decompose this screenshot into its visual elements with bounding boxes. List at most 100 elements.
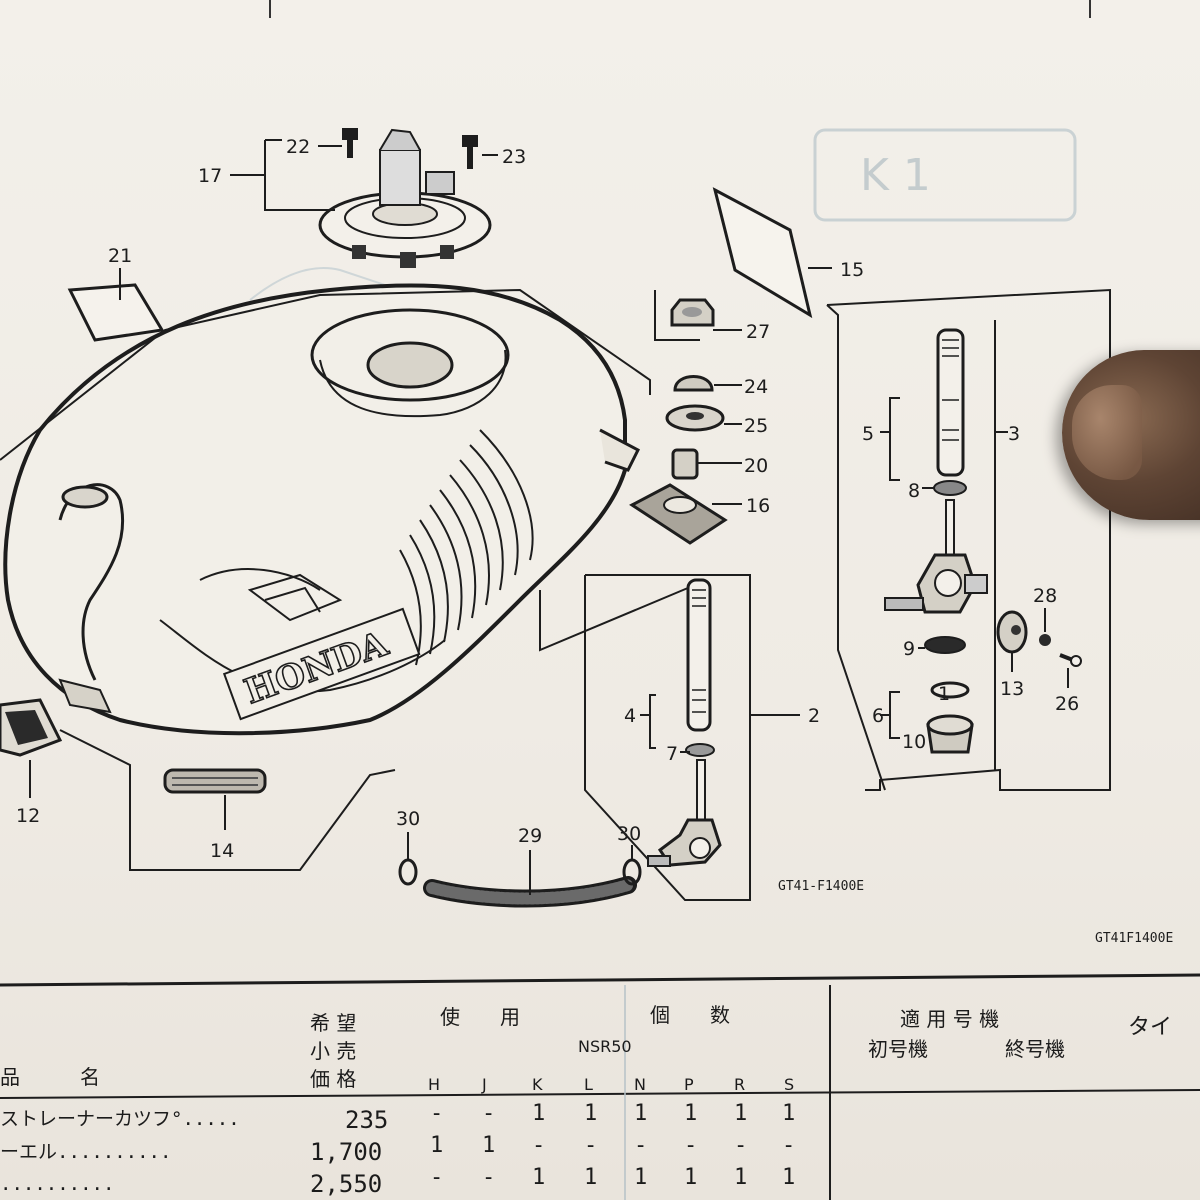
serial-header: 適 用 号 機: [900, 1007, 999, 1031]
callout-2: 2: [808, 705, 820, 727]
last-serial-header: 終号機: [1005, 1037, 1065, 1061]
model-header: NSR50: [578, 1037, 632, 1056]
row3-K: 1: [532, 1165, 545, 1190]
callout-21: 21: [108, 245, 132, 267]
figure-code-small: GT41F1400E: [1095, 931, 1173, 946]
callout-28: 28: [1033, 585, 1057, 607]
row2-K: -: [532, 1133, 545, 1158]
row3-N: 1: [634, 1165, 647, 1190]
price-header-2: 小 売: [310, 1039, 356, 1063]
type-header: タイ: [1128, 1015, 1172, 1040]
row2-N: -: [634, 1133, 647, 1158]
first-serial-header: 初号機: [868, 1037, 928, 1061]
damper-16: [629, 483, 728, 545]
parts-table: 希 望 小 売 価 格 使 用 個 数 NSR50 品 名 適 用 号 機 初号…: [0, 973, 1200, 1200]
usage-header: 使 用: [440, 1005, 520, 1029]
rubber-pad-14: [163, 768, 267, 794]
figure-code: GT41-F1400E: [778, 879, 864, 894]
callout-4: 4: [624, 705, 636, 727]
row2-name: ーエル..........: [0, 1141, 171, 1163]
decal-21: [67, 283, 165, 342]
row2-S: -: [782, 1133, 795, 1158]
nut-27: [670, 298, 715, 327]
callout-30a: 30: [396, 808, 420, 830]
cap-24: [673, 375, 714, 392]
variant-H: H: [428, 1075, 440, 1094]
variant-J: J: [481, 1075, 487, 1094]
callout-14: 14: [210, 840, 234, 862]
row1-N: 1: [634, 1101, 647, 1126]
callout-12: 12: [16, 805, 40, 827]
count-header: 個 数: [650, 1003, 730, 1027]
row1-L: 1: [584, 1101, 597, 1126]
fuel-cap-assembly: [318, 128, 492, 268]
callout-3: 3: [1008, 423, 1020, 445]
callout-5: 5: [862, 423, 874, 445]
row1-name: ストレーナーカツフ°.....: [0, 1108, 240, 1130]
row3-P: 1: [684, 1165, 697, 1190]
panel-15: [712, 187, 813, 319]
row2-P: -: [684, 1133, 697, 1158]
variant-S: S: [784, 1075, 794, 1094]
row3-J: -: [482, 1165, 495, 1190]
row2-L: -: [584, 1133, 597, 1158]
callout-16: 16: [746, 495, 770, 517]
price-header-1: 希 望: [310, 1011, 356, 1035]
callout-20: 20: [744, 455, 768, 477]
ghost-box-label: K 1: [860, 150, 931, 201]
callout-27: 27: [746, 321, 770, 343]
gasket-9: [924, 636, 966, 654]
callout-13: 13: [1000, 678, 1024, 700]
variant-R: R: [734, 1075, 745, 1094]
washer-28: [1039, 634, 1051, 646]
row3-name: ..........: [0, 1173, 114, 1195]
variant-P: P: [684, 1075, 694, 1094]
callout-25: 25: [744, 415, 768, 437]
row2-J: 1: [482, 1133, 495, 1158]
bleed-through: K 1: [70, 128, 1077, 646]
callout-30b: 30: [617, 823, 641, 845]
callout-15: 15: [840, 259, 864, 281]
row2-price: 1,700: [310, 1138, 382, 1166]
price-header-3: 価 格: [310, 1067, 356, 1091]
callout-8: 8: [908, 480, 920, 502]
collar-20: [671, 448, 699, 480]
fuel-cock-2: [647, 578, 722, 867]
fuel-hose-29: [423, 876, 637, 908]
callout-26: 26: [1055, 693, 1079, 715]
callout-22: 22: [286, 136, 310, 158]
row2-H: 1: [430, 1133, 443, 1158]
bolt-23: [462, 135, 478, 169]
row1-price: 235: [345, 1106, 388, 1134]
plate-13: [996, 610, 1028, 654]
callout-9: 9: [903, 638, 915, 660]
name-header: 品 名: [0, 1065, 100, 1089]
fuel-cock-3: [884, 328, 988, 614]
row1-K: 1: [532, 1101, 545, 1126]
row1-H: -: [430, 1101, 443, 1126]
row3-R: 1: [734, 1165, 747, 1190]
variant-L: L: [584, 1075, 593, 1094]
callout-10: 10: [902, 731, 926, 753]
variant-N: N: [634, 1075, 646, 1094]
callout-24: 24: [744, 376, 768, 398]
screw-26: [1059, 653, 1082, 667]
row3-S: 1: [782, 1165, 795, 1190]
row3-L: 1: [584, 1165, 597, 1190]
o-ring-1: [930, 681, 970, 699]
fingernail: [1072, 385, 1142, 480]
row3-H: -: [430, 1165, 443, 1190]
bolt-22: [342, 128, 358, 158]
callout-6: 6: [872, 705, 884, 727]
row1-P: 1: [684, 1101, 697, 1126]
callout-17: 17: [198, 165, 222, 187]
cup-10: [926, 714, 974, 754]
callout-29: 29: [518, 825, 542, 847]
fuel-tank: HONDA: [3, 283, 640, 736]
variant-K: K: [532, 1075, 543, 1094]
row2-R: -: [734, 1133, 747, 1158]
callout-1: 1: [938, 683, 950, 705]
washer-25: [665, 404, 725, 432]
